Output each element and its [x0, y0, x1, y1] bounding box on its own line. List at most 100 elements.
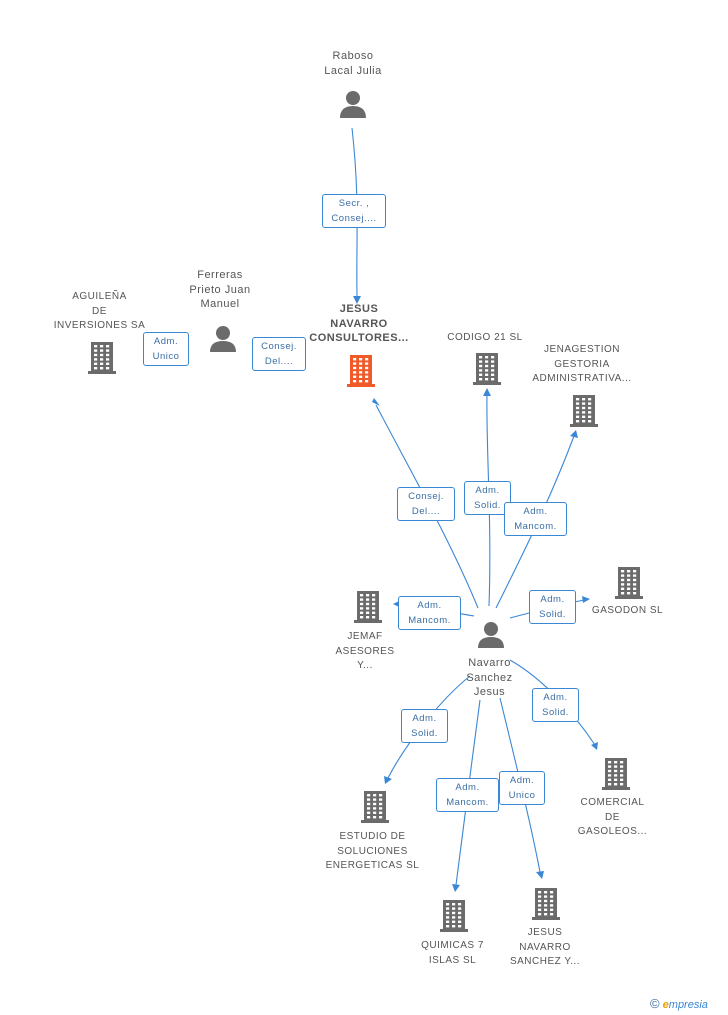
relation-line: Solid.	[539, 609, 566, 620]
arrow-navarro-to-jenagestion	[570, 430, 578, 438]
relation-aguilena[interactable]: Adm. Unico	[143, 332, 189, 366]
label-line: NAVARRO	[330, 317, 388, 330]
building-icon	[473, 353, 501, 385]
relation-navarro-main[interactable]: Consej. Del....	[397, 487, 455, 521]
label-line: DE	[605, 811, 620, 823]
label-line: Raboso	[332, 50, 374, 62]
node-navarro-label[interactable]: Navarro Sanchez Jesus	[442, 656, 537, 700]
label-line: COMERCIAL	[580, 797, 645, 808]
relation-line: Consej.	[408, 491, 444, 502]
relation-line: Adm.	[540, 594, 565, 605]
building-icon	[440, 900, 468, 932]
label-line: CODIGO 21 SL	[447, 332, 523, 343]
relation-line: Mancom.	[408, 615, 451, 626]
label-line: INVERSIONES SA	[53, 320, 146, 331]
relation-line: Del....	[411, 506, 441, 517]
label-line: Y...	[357, 660, 373, 671]
relation-line: Mancom.	[514, 521, 557, 532]
arrow-raboso-to-main	[353, 296, 361, 304]
node-jemaf-label[interactable]: JEMAF ASESORES Y...	[325, 630, 405, 674]
building-icon	[88, 342, 116, 374]
label-line: JEMAF	[347, 631, 383, 642]
relation-estudio[interactable]: Adm. Solid.	[401, 709, 448, 743]
node-ferreras-label: Ferreras Prieto Juan Manuel	[170, 268, 270, 312]
label-line: ISLAS SL	[428, 954, 477, 966]
relation-raboso[interactable]: Secr. , Consej....	[322, 194, 386, 228]
label-line: ESTUDIO DE	[339, 831, 406, 842]
node-jesus-main-label[interactable]: JESUS NAVARRO CONSULTORES...	[300, 302, 418, 346]
arrow-navarro-to-codigo	[483, 388, 491, 396]
relation-line: Unico	[152, 351, 180, 362]
label-line: GASODON SL	[591, 605, 664, 616]
node-aguilena-label: AGUILEÑA DE INVERSIONES SA	[42, 290, 157, 334]
relation-line: Solid.	[474, 500, 501, 511]
label-line: NAVARRO	[519, 941, 571, 953]
relation-quimicas[interactable]: Adm. Mancom.	[436, 778, 499, 812]
relation-jesus-y[interactable]: Adm. Unico	[499, 771, 545, 805]
label-line: ADMINISTRATIVA...	[532, 373, 632, 384]
building-icon	[615, 567, 643, 599]
person-icon	[340, 91, 366, 118]
relation-gasodon[interactable]: Adm. Solid.	[529, 590, 576, 624]
arrow-navarro-to-jesus-y	[536, 871, 544, 879]
label-line: AGUILEÑA	[72, 291, 127, 302]
relation-line: Adm.	[412, 713, 437, 724]
relation-codigo[interactable]: Adm. Solid.	[464, 481, 511, 515]
relation-jemaf[interactable]: Adm. Mancom.	[398, 596, 461, 630]
relation-line: Mancom.	[446, 797, 489, 808]
label-line: Manuel	[200, 298, 240, 310]
label-line: Jesus	[473, 686, 506, 698]
label-line: ENERGETICAS SL	[325, 860, 420, 871]
building-icon	[361, 791, 389, 823]
label-line: SOLUCIONES	[337, 845, 408, 857]
label-line: GESTORIA	[554, 358, 610, 370]
node-codigo21-label[interactable]: CODIGO 21 SL	[430, 331, 540, 346]
relation-ferreras[interactable]: Consej. Del....	[252, 337, 306, 371]
relation-comercial[interactable]: Adm. Solid.	[532, 688, 579, 722]
relation-line: Adm.	[455, 782, 480, 793]
person-icon	[210, 326, 236, 352]
node-quimicas-label[interactable]: QUIMICAS 7 ISLAS SL	[405, 939, 500, 968]
relation-line: Solid.	[411, 728, 438, 739]
relation-jenagestion[interactable]: Adm. Mancom.	[504, 502, 567, 536]
node-estudio-label[interactable]: ESTUDIO DE SOLUCIONES ENERGETICAS SL	[315, 830, 430, 874]
node-gasodon-label[interactable]: GASODON SL	[580, 604, 675, 619]
label-line: Navarro	[468, 657, 511, 669]
footer-brand[interactable]: © empresia	[650, 996, 708, 1011]
node-comercial-label[interactable]: COMERCIAL DE GASOLEOS...	[565, 796, 660, 840]
relation-line: Unico	[508, 790, 536, 801]
relation-line: Adm.	[417, 600, 442, 611]
building-icon	[570, 395, 598, 427]
label-line: QUIMICAS 7	[421, 940, 484, 951]
arrow-navarro-to-comercial	[591, 742, 598, 750]
node-jesus-y-label[interactable]: JESUS NAVARRO SANCHEZ Y...	[495, 926, 595, 970]
label-line: DE	[92, 305, 107, 317]
arrow-navarro-to-quimicas	[452, 884, 460, 892]
relation-line: Consej.	[261, 341, 297, 352]
label-line: ASESORES	[335, 645, 395, 657]
copyright-icon: ©	[650, 996, 660, 1011]
brand-logo-e: e	[662, 999, 669, 1011]
arrow-navarro-to-estudio	[384, 776, 392, 784]
brand-logo-text: mpresia	[668, 999, 708, 1011]
label-line: Sanchez	[466, 671, 513, 684]
relation-line: Adm.	[543, 692, 568, 703]
node-jenagestion-label[interactable]: JENAGESTION GESTORIA ADMINISTRATIVA...	[522, 343, 642, 387]
relation-line: Del....	[264, 356, 294, 367]
relation-line: Secr. ,	[338, 198, 370, 209]
person-icon	[478, 622, 504, 648]
relation-line: Solid.	[542, 707, 569, 718]
building-icon	[347, 355, 375, 387]
label-line: Lacal Julia	[324, 64, 382, 77]
relation-line: Adm.	[523, 506, 548, 517]
label-line: JESUS	[527, 927, 563, 938]
relation-line: Adm.	[153, 336, 179, 347]
label-line: Ferreras	[197, 269, 243, 281]
label-line: SANCHEZ Y...	[509, 956, 581, 967]
relation-line: Consej....	[331, 213, 377, 224]
node-raboso-label: Raboso Lacal Julia	[303, 49, 403, 78]
building-icon	[532, 888, 560, 920]
label-line: CONSULTORES...	[309, 332, 409, 344]
label-line: JENAGESTION	[543, 344, 621, 355]
label-line: GASOLEOS...	[577, 826, 648, 837]
